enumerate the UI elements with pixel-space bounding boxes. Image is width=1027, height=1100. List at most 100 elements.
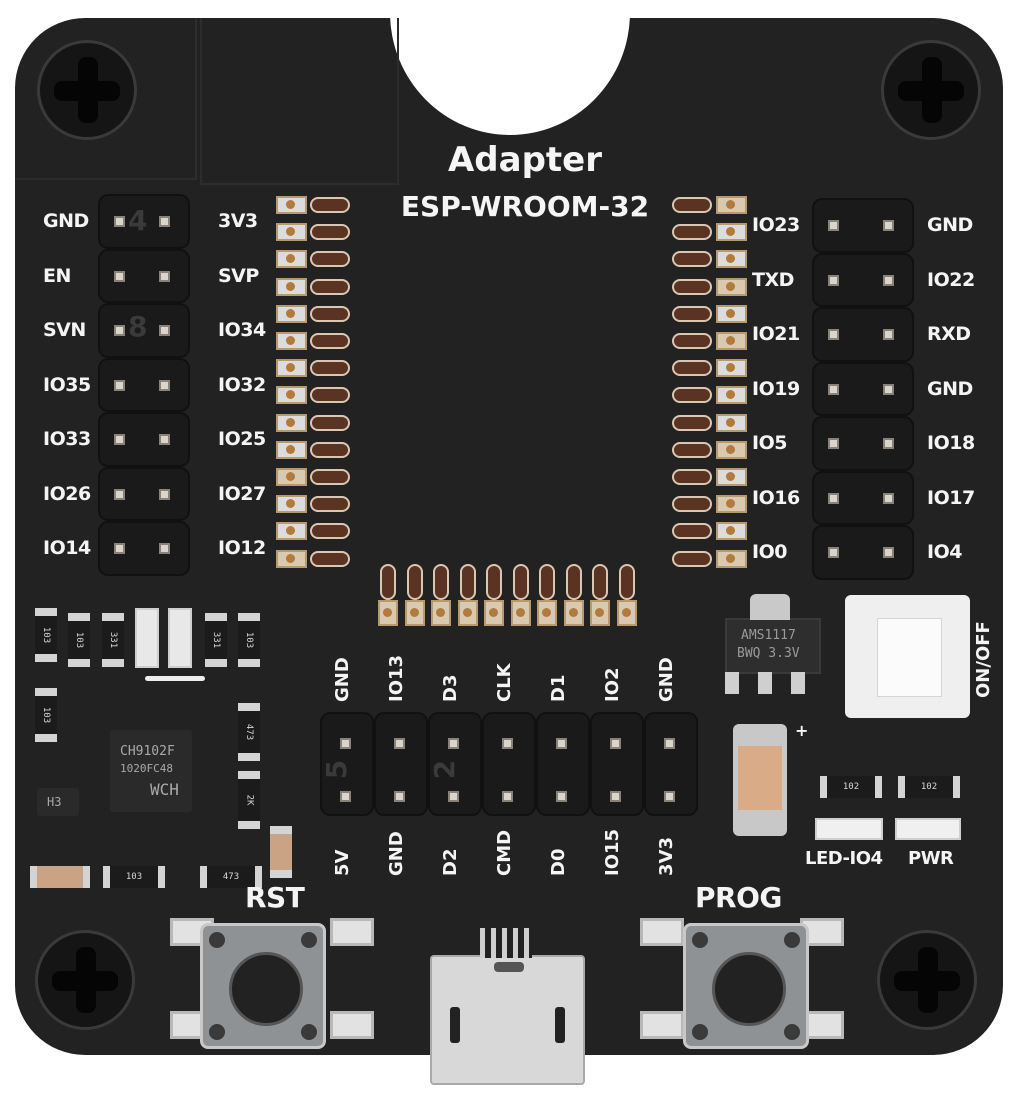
header-pin[interactable] <box>883 274 894 286</box>
pin-label: IO18 <box>927 432 975 454</box>
module-pad <box>276 468 307 486</box>
header-pin[interactable] <box>448 738 459 749</box>
header-pin[interactable] <box>114 543 125 554</box>
led-io4-label: LED-IO4 <box>805 848 883 869</box>
header-pin[interactable] <box>883 547 894 558</box>
pin-label: 3V3 <box>656 837 677 876</box>
header-pin[interactable] <box>664 738 675 749</box>
header-pin[interactable] <box>828 274 839 286</box>
header-pin[interactable] <box>664 791 675 802</box>
pin-label: GND <box>332 657 353 702</box>
pogo-pin <box>310 251 350 268</box>
header-pin[interactable] <box>340 791 351 802</box>
module-pad <box>716 549 747 568</box>
power-switch-button[interactable] <box>877 618 942 697</box>
header-cell <box>98 248 190 303</box>
header-pin[interactable] <box>502 791 513 802</box>
header-cell <box>320 712 374 816</box>
resistor-led-io4: 102 <box>820 776 882 798</box>
header-pin[interactable] <box>883 329 894 340</box>
module-pad <box>276 304 307 323</box>
header-pin[interactable] <box>883 383 894 395</box>
header-pin[interactable] <box>828 220 839 231</box>
pogo-pin <box>380 564 396 600</box>
header-pin[interactable] <box>610 791 621 802</box>
header-pin[interactable] <box>114 216 125 227</box>
module-pad <box>716 468 747 486</box>
rst-pad-tr <box>330 918 374 946</box>
module-pad <box>276 250 307 269</box>
silk-number: 8 <box>128 310 148 343</box>
header-pin[interactable] <box>159 379 170 391</box>
header-pin[interactable] <box>114 434 125 445</box>
header-pin[interactable] <box>159 270 170 282</box>
header-pin[interactable] <box>828 329 839 340</box>
pin-label: IO25 <box>218 428 266 450</box>
micro-usb-port[interactable] <box>430 955 585 1085</box>
power-switch[interactable] <box>845 595 970 718</box>
pogo-pin <box>512 564 529 600</box>
header-pin[interactable] <box>828 547 839 558</box>
header-cell <box>98 194 190 249</box>
pin-label: D1 <box>548 674 569 702</box>
header-pin[interactable] <box>159 216 170 227</box>
header-pin[interactable] <box>159 488 170 500</box>
pin-label: IO4 <box>927 541 962 563</box>
prog-button[interactable] <box>683 923 809 1049</box>
pin-label: IO32 <box>218 373 266 396</box>
header-pin[interactable] <box>114 379 125 391</box>
rst-button-cap[interactable] <box>229 952 303 1026</box>
header-pin[interactable] <box>828 438 839 449</box>
module-pad <box>276 440 307 459</box>
header-pin[interactable] <box>340 738 351 749</box>
pogo-pin <box>310 333 350 349</box>
header-pin[interactable] <box>883 438 894 449</box>
board-notch <box>390 18 630 135</box>
header-pin[interactable] <box>502 738 513 749</box>
header-pin[interactable] <box>159 325 170 336</box>
header-pin[interactable] <box>114 325 125 336</box>
rst-button[interactable] <box>200 923 326 1049</box>
header-pin[interactable] <box>883 220 894 231</box>
header-pin[interactable] <box>159 543 170 554</box>
header-pin[interactable] <box>114 488 125 500</box>
pin-label: IO12 <box>218 537 266 559</box>
header-pin[interactable] <box>556 738 567 749</box>
header-pin[interactable] <box>828 383 839 395</box>
regulator-leg-1 <box>725 672 739 694</box>
pin-label: IO15 <box>602 828 623 876</box>
pin-label: CLK <box>494 663 515 702</box>
header-cell <box>98 412 190 467</box>
pin-label: IO17 <box>927 486 975 509</box>
resistor-r9: 103 <box>103 866 165 888</box>
led-pwr-label: PWR <box>908 848 954 869</box>
pogo-pin <box>433 564 449 600</box>
screw-top-left <box>37 40 137 140</box>
header-pin[interactable] <box>448 791 459 802</box>
module-pad <box>276 332 307 350</box>
pin-label: IO26 <box>43 482 91 505</box>
header-pin[interactable] <box>556 791 567 802</box>
pogo-pin <box>310 224 350 241</box>
pin-label: EN <box>43 264 71 287</box>
pogo-pin <box>539 564 555 600</box>
header-pin[interactable] <box>883 492 894 504</box>
led-pwr <box>895 818 961 840</box>
pin-label: GND <box>656 657 677 702</box>
pin-label: IO35 <box>43 373 91 396</box>
module-pad <box>276 386 307 405</box>
pogo-pin <box>310 469 350 485</box>
prog-label: PROG <box>695 881 782 914</box>
module-pad <box>590 600 610 626</box>
pin-label: TXD <box>752 268 794 291</box>
header-pin[interactable] <box>394 791 405 802</box>
prog-button-cap[interactable] <box>712 952 786 1026</box>
header-pin[interactable] <box>394 738 405 749</box>
module-pad <box>276 196 307 214</box>
header-pin[interactable] <box>159 434 170 445</box>
pogo-pin <box>672 496 712 513</box>
header-pin[interactable] <box>610 738 621 749</box>
pin-label: IO27 <box>218 482 266 505</box>
header-pin[interactable] <box>828 492 839 504</box>
header-pin[interactable] <box>114 270 125 282</box>
